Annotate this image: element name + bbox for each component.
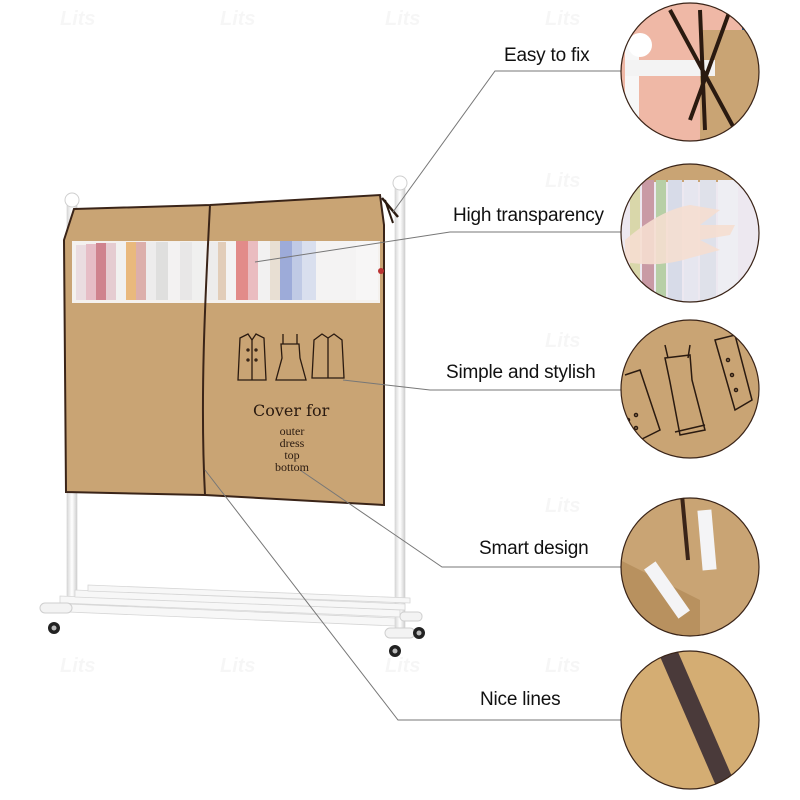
cover-print-item: top — [284, 448, 300, 462]
dust-cover — [62, 193, 399, 507]
callout-nice-lines: Nice lines — [480, 689, 561, 710]
cover-print-item: bottom — [274, 460, 309, 474]
cover-print-item: outer — [279, 424, 305, 438]
callout-high-transparency: High transparency — [453, 205, 604, 226]
rack-frame — [39, 175, 425, 657]
cover-print-list: outer dress top bottom — [262, 425, 322, 473]
callout-smart-design: Smart design — [479, 538, 589, 559]
callout-simple-and-stylish: Simple and stylish — [446, 362, 596, 383]
cover-print-item: dress — [279, 436, 305, 450]
cover-print-title: Cover for — [253, 401, 330, 420]
callout-easy-to-fix: Easy to fix — [504, 45, 590, 66]
callout-lines — [204, 70, 622, 721]
detail-circles — [620, 2, 760, 790]
